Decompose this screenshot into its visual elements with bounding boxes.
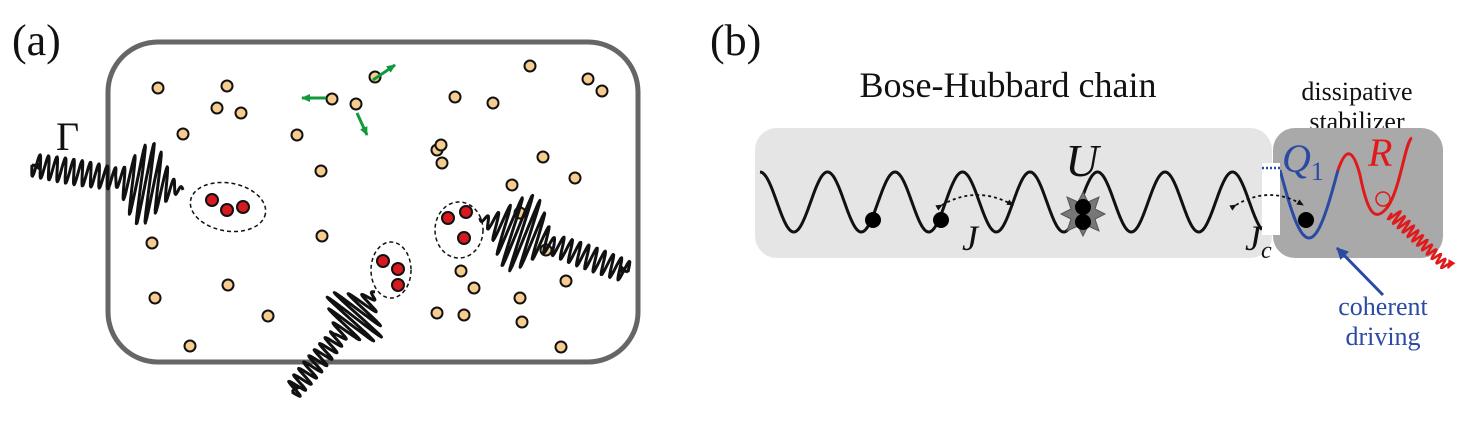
boson-site-3 <box>933 212 949 228</box>
atom <box>568 171 582 185</box>
paired-atom-clusters <box>189 181 484 299</box>
atom <box>220 79 234 93</box>
emitted-wave-packets <box>30 142 632 398</box>
R-label: R <box>1367 130 1392 175</box>
wave-arrowhead <box>31 162 41 171</box>
chain-background <box>755 128 1272 258</box>
atom <box>513 291 527 305</box>
atom <box>448 90 462 104</box>
atom <box>145 236 159 250</box>
atom <box>349 97 363 111</box>
boson-in-q1 <box>1298 212 1314 228</box>
Jc-label: Jc <box>1245 218 1272 264</box>
atom <box>435 156 449 170</box>
cluster-outline <box>370 241 412 299</box>
atom <box>515 315 529 329</box>
atom <box>430 306 444 320</box>
Jc-main: J <box>1245 218 1263 258</box>
wave-arrowhead <box>290 383 301 393</box>
atom <box>183 339 197 353</box>
boson-pair-top <box>1075 199 1091 215</box>
paired-atom <box>459 205 473 219</box>
cluster-outline <box>189 181 267 233</box>
paired-atom <box>391 278 405 292</box>
atom <box>523 59 537 73</box>
doubly-occupied-site <box>1059 190 1107 238</box>
U-label: U <box>1065 135 1101 186</box>
trap-box <box>105 39 641 365</box>
atom <box>148 291 162 305</box>
hopping-arrow-Jc <box>1229 194 1304 211</box>
Q1-sub: 1 <box>1311 157 1324 186</box>
panel-b: (b) Bose-Hubbard chain dissipative stabi… <box>710 16 1456 351</box>
paired-atom <box>205 193 219 207</box>
atom <box>505 178 519 192</box>
wave-packet <box>30 142 185 226</box>
boson-site-1 <box>865 212 881 228</box>
panel-a: (a) Γ <box>12 16 641 398</box>
wave-arrowhead <box>619 265 629 274</box>
atom <box>536 150 550 164</box>
stabilizer-title-line1: dissipative <box>1301 77 1412 106</box>
atom <box>454 264 468 278</box>
atom <box>595 84 609 98</box>
wave-packet <box>478 193 632 282</box>
boson-pair-bottom <box>1075 214 1091 230</box>
atom <box>457 308 471 322</box>
atom <box>314 164 328 178</box>
r-decay-wave <box>1386 210 1456 269</box>
atom <box>559 274 573 288</box>
atom <box>176 127 190 141</box>
paired-atom <box>236 200 250 214</box>
background-atoms <box>145 59 609 354</box>
atom <box>290 128 304 142</box>
panel-b-label: (b) <box>710 16 761 65</box>
hopping-arrow-J <box>935 194 1014 211</box>
Jc-sub: c <box>1261 238 1272 264</box>
collision-arrows <box>301 63 396 136</box>
coupler-junction <box>1262 163 1280 235</box>
paired-atom <box>376 254 390 268</box>
panel-a-label: (a) <box>12 16 61 65</box>
r-empty-level <box>1375 191 1391 207</box>
atom <box>221 278 235 292</box>
green-arrow-upright <box>372 63 396 82</box>
paired-atom <box>457 231 471 245</box>
atom <box>261 309 275 323</box>
paired-atom <box>441 211 455 225</box>
atom <box>210 101 224 115</box>
atom <box>315 229 329 243</box>
paired-atom <box>391 262 405 276</box>
atom <box>486 96 500 110</box>
driving-arrow <box>1335 246 1385 297</box>
atom <box>434 138 448 152</box>
chain-title: Bose-Hubbard chain <box>860 65 1157 105</box>
atom <box>467 281 481 295</box>
gamma-label: Γ <box>56 114 79 159</box>
r-potential <box>1336 136 1414 216</box>
driving-label-line1: coherent <box>1338 292 1428 321</box>
atom <box>234 106 248 120</box>
atom <box>581 72 595 86</box>
wave-packet <box>287 290 383 398</box>
driving-label-line2: driving <box>1345 322 1420 351</box>
J-label: J <box>962 218 980 258</box>
green-arrow-down <box>355 112 369 136</box>
paired-atom <box>220 203 234 217</box>
atom <box>151 81 165 95</box>
cluster-outline <box>434 201 484 259</box>
atom <box>325 92 339 106</box>
atom <box>554 340 568 354</box>
Q1-main: Q <box>1282 136 1311 181</box>
Q1-label: Q1 <box>1282 136 1324 186</box>
